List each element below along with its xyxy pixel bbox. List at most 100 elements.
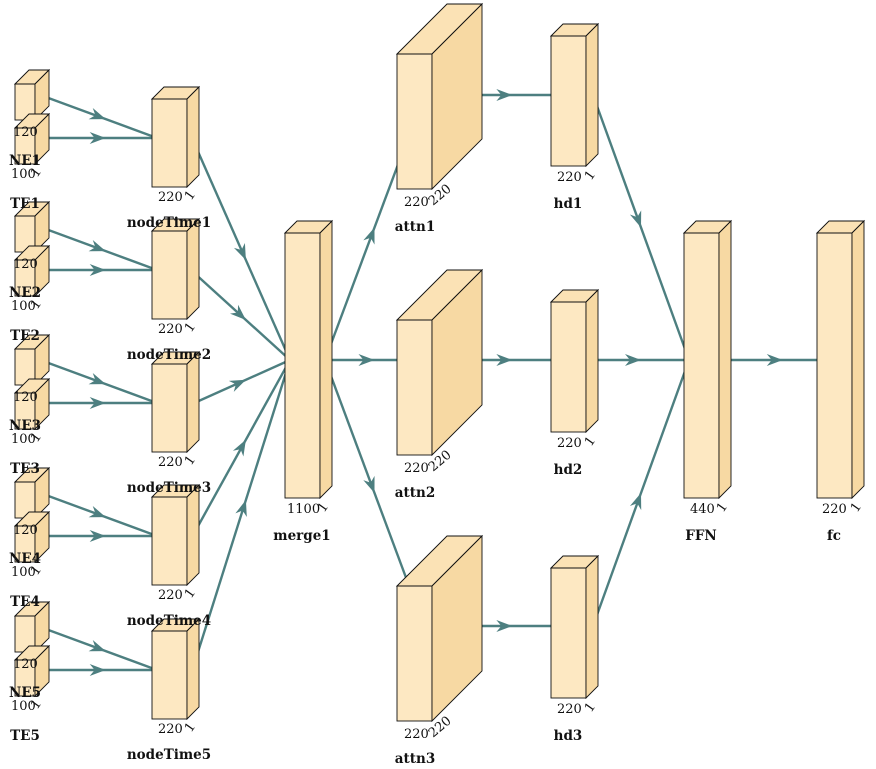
attn-width-label: 220 — [404, 727, 429, 742]
input-te-label: TE1 — [10, 196, 40, 212]
attn-label: attn3 — [395, 751, 435, 767]
input-ne-block — [13, 244, 51, 298]
blocks-layer — [13, 2, 866, 723]
fc-depth-label: 1 — [848, 500, 865, 515]
input-ne-label: NE3 — [9, 418, 41, 434]
merge-width-label: 1100 — [287, 502, 320, 517]
fc-label: fc — [827, 528, 841, 544]
input-ne-block — [13, 112, 51, 166]
input-ne-label: NE5 — [9, 685, 41, 701]
attn-block — [395, 534, 484, 723]
input-te-label: TE4 — [10, 594, 40, 610]
hd-depth-label: 1 — [582, 434, 599, 449]
nodetime-depth-label: 1 — [182, 188, 199, 203]
input-height-label: 120 — [13, 257, 38, 272]
hd-width-label: 220 — [557, 170, 582, 185]
input-te-block — [13, 333, 51, 387]
nodetime-block — [150, 350, 201, 454]
input-te-label: TE3 — [10, 461, 40, 477]
merge-label: merge1 — [273, 528, 330, 544]
nodetime-label: nodeTime3 — [127, 480, 211, 496]
edge-te-to-nodetime-arrowhead — [88, 239, 108, 257]
fc-width-label: 220 — [822, 502, 847, 517]
edges-layer — [42, 89, 822, 676]
nodetime-block — [150, 85, 201, 189]
input-ne-block — [13, 644, 51, 698]
input-te-block — [13, 68, 51, 122]
hd-block — [549, 288, 600, 434]
hd-label: hd2 — [554, 462, 583, 478]
ffn-depth-label: 1 — [714, 500, 731, 515]
nodetime-label: nodeTime2 — [127, 347, 211, 363]
edge-te-to-nodetime-arrowhead — [88, 372, 108, 390]
hd-depth-label: 1 — [582, 168, 599, 183]
nodetime-depth-label: 1 — [182, 320, 199, 335]
nodetime-block — [150, 217, 201, 321]
nodetime-width-label: 220 — [158, 722, 183, 737]
ffn-label: FFN — [685, 528, 717, 544]
input-te-label: TE2 — [10, 328, 40, 344]
nodetime-label: nodeTime5 — [127, 747, 211, 763]
edge-merge-to-attn1-arrowhead — [363, 225, 381, 245]
input-te-block — [13, 600, 51, 654]
input-ne-label: NE2 — [9, 285, 41, 301]
nodetime-block — [150, 617, 201, 721]
input-height-label: 120 — [13, 523, 38, 538]
attn-block — [395, 2, 484, 191]
attn-label: attn1 — [395, 219, 435, 235]
hd-label: hd1 — [554, 196, 583, 212]
hd-label: hd3 — [554, 728, 583, 744]
input-te-block — [13, 200, 51, 254]
nodetime-width-label: 220 — [158, 322, 183, 337]
nodetime-label: nodeTime4 — [127, 613, 211, 629]
input-width-label: 100 — [11, 167, 36, 182]
edge-te-to-nodetime-arrowhead — [88, 639, 108, 657]
edge-hd1-to-ffn-arrowhead — [629, 210, 647, 230]
input-width-label: 100 — [11, 699, 36, 714]
edge-nodetime-to-merge-arrowhead — [235, 498, 252, 518]
hd-depth-label: 1 — [582, 700, 599, 715]
nodetime-block — [150, 483, 201, 587]
input-width-label: 100 — [11, 432, 36, 447]
attn-block — [395, 268, 484, 457]
nodetime-label: nodeTime1 — [127, 215, 211, 231]
edge-te-to-nodetime-arrowhead — [88, 505, 108, 523]
nodetime-depth-label: 1 — [182, 720, 199, 735]
input-ne-block — [13, 510, 51, 564]
hd-width-label: 220 — [557, 436, 582, 451]
input-height-label: 120 — [13, 390, 38, 405]
edge-nodetime-to-merge — [190, 359, 292, 672]
nodetime-width-label: 220 — [158, 588, 183, 603]
edge-te-to-nodetime-arrowhead — [88, 107, 108, 125]
edge-hd3-to-ffn-arrowhead — [629, 490, 647, 511]
input-te-label: TE5 — [10, 728, 40, 744]
input-height-label: 120 — [13, 657, 38, 672]
ffn-block — [682, 219, 733, 500]
attn-label: attn2 — [395, 485, 435, 501]
input-width-label: 100 — [11, 565, 36, 580]
nodetime-depth-label: 1 — [182, 586, 199, 601]
input-height-label: 120 — [13, 125, 38, 140]
hd-block — [549, 22, 600, 168]
edge-nodetime-to-merge-arrowhead — [233, 243, 252, 263]
nodetime-width-label: 220 — [158, 190, 183, 205]
attn-width-label: 220 — [404, 195, 429, 210]
input-ne-label: NE4 — [9, 551, 41, 567]
edge-nodetime-to-merge-arrowhead — [232, 436, 252, 457]
edge-merge-to-attn3-arrowhead — [363, 475, 381, 496]
attn-width-label: 220 — [404, 461, 429, 476]
merge-block — [283, 219, 334, 500]
nodetime-width-label: 220 — [158, 455, 183, 470]
hd-width-label: 220 — [557, 702, 582, 717]
input-te-block — [13, 466, 51, 520]
edge-nodetime-to-merge — [190, 137, 292, 361]
input-width-label: 100 — [11, 299, 36, 314]
fc-block — [815, 219, 866, 500]
hd-block — [549, 554, 600, 700]
edge-nodetime-to-merge-arrowhead — [228, 374, 249, 392]
ffn-width-label: 440 — [690, 502, 715, 517]
input-ne-label: NE1 — [9, 153, 41, 169]
input-ne-block — [13, 377, 51, 431]
nodetime-depth-label: 1 — [182, 453, 199, 468]
